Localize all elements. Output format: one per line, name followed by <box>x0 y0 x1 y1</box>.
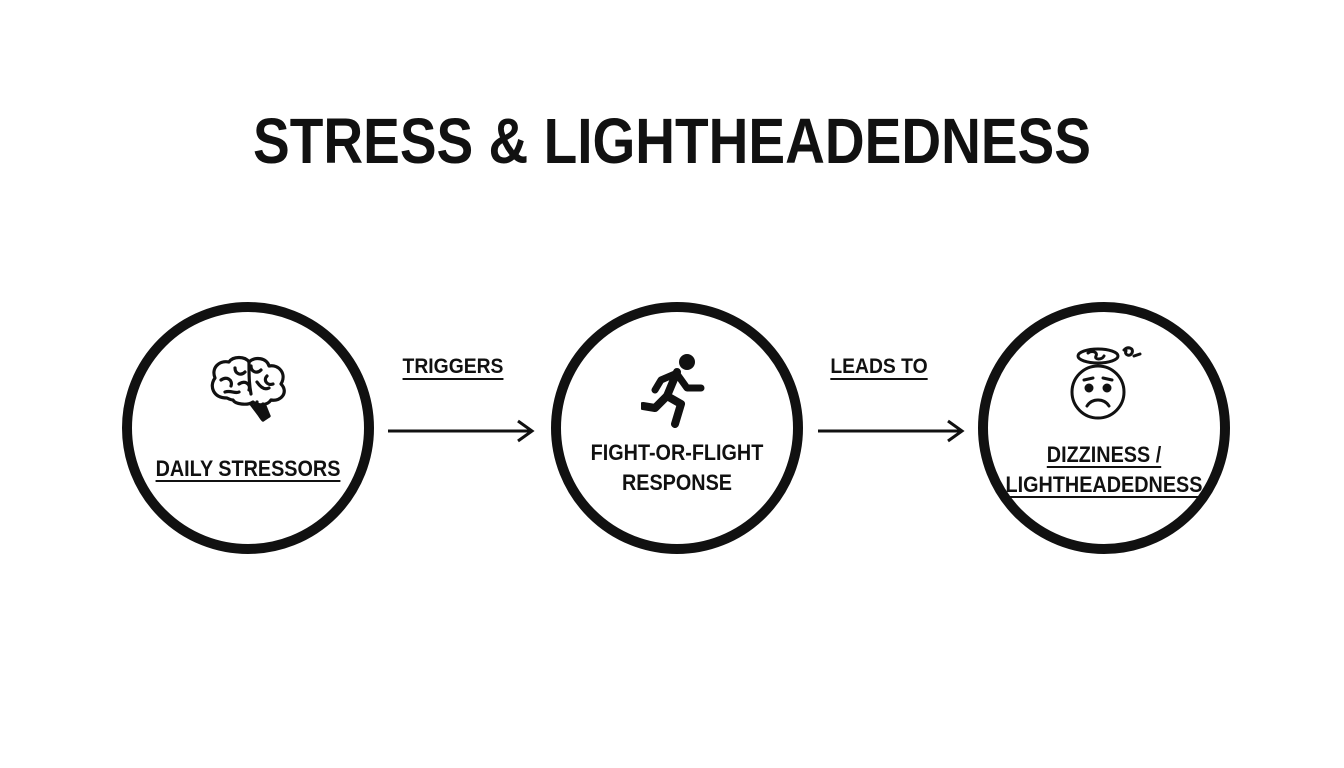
arrow-right-2 <box>818 419 965 443</box>
dizzy-face-icon <box>1064 342 1144 429</box>
brain-icon <box>205 354 291 431</box>
arrow-right-1 <box>388 419 535 443</box>
connector-label-triggers: TRIGGERS <box>402 355 504 378</box>
node-label-fight-or-flight-line2: RESPONSE <box>621 470 733 495</box>
node-label-daily-stressors: DAILY STRESSORS <box>155 456 341 481</box>
node-fight-or-flight: FIGHT-OR-FLIGHT RESPONSE <box>551 302 803 554</box>
node-dizziness: DIZZINESS / LIGHTHEADEDNESS <box>978 302 1230 554</box>
node-label-dizziness-line2: LIGHTHEADEDNESS <box>1005 472 1203 497</box>
node-label-fight-or-flight-line1: FIGHT-OR-FLIGHT <box>590 440 764 465</box>
node-daily-stressors: DAILY STRESSORS <box>122 302 374 554</box>
connector-label-leads-to: LEADS TO <box>830 355 928 378</box>
running-person-icon <box>639 352 713 433</box>
node-label-dizziness-line1: DIZZINESS / <box>1046 442 1162 467</box>
diagram-title: STRESS & LIGHTHEADEDNESS <box>253 105 1091 177</box>
